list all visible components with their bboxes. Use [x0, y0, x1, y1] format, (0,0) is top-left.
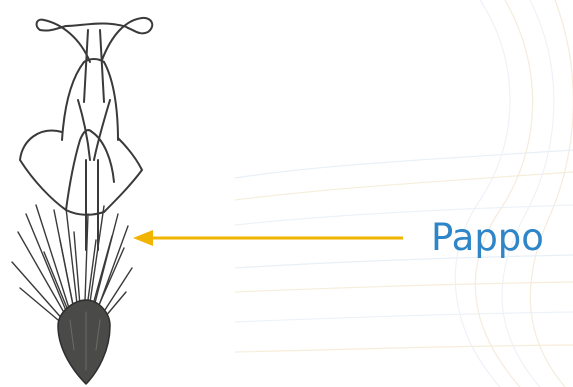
background-watermark: [235, 0, 573, 387]
arrow-left-icon: [133, 230, 153, 246]
anther-tube: [62, 59, 118, 160]
floret-illustration: [12, 18, 152, 384]
pointer-arrow: [133, 230, 403, 246]
corolla: [20, 130, 142, 250]
achene: [58, 300, 110, 384]
pappus-label: Pappo: [431, 214, 544, 262]
